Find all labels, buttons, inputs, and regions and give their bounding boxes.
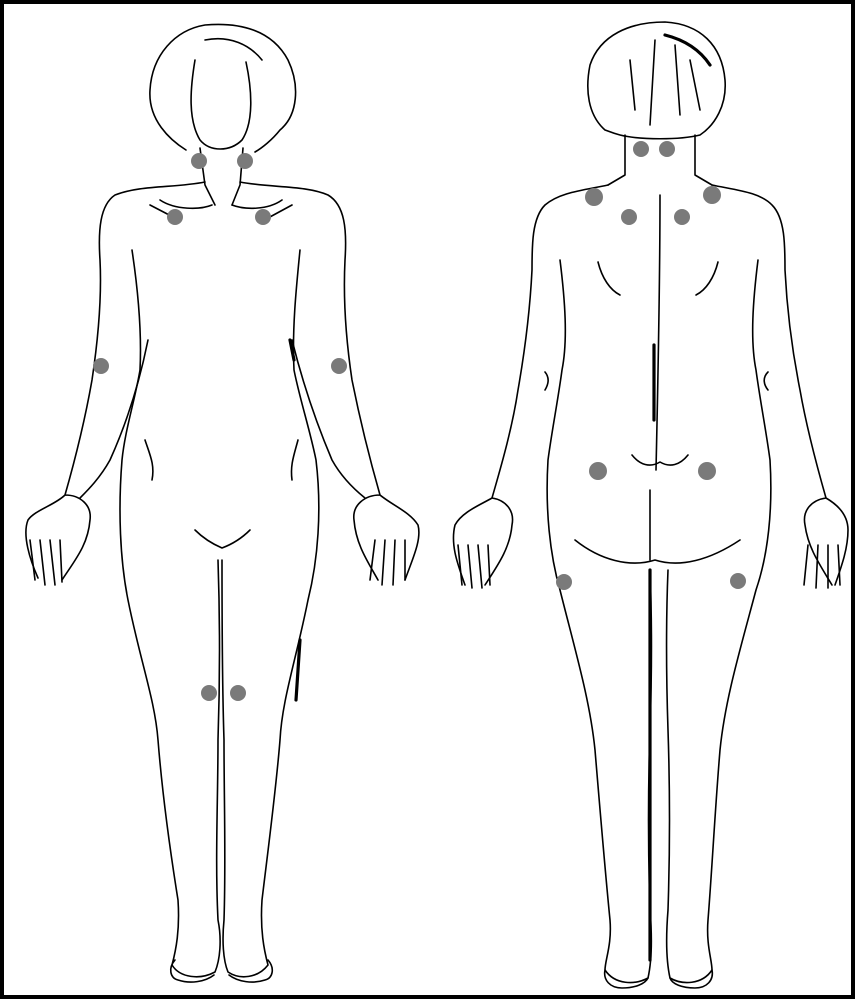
tender-point-back-hip-right <box>730 573 746 589</box>
tender-point-front-neck-left <box>191 153 207 169</box>
tender-point-back-scapula-left <box>621 209 637 225</box>
tender-point-back-neck-right <box>659 141 675 157</box>
tender-point-back-hip-left <box>556 574 572 590</box>
back-body-left <box>453 185 651 983</box>
front-figure <box>26 24 419 982</box>
tender-point-back-shoulder-right <box>703 186 721 204</box>
front-face <box>191 60 251 149</box>
tender-point-back-neck-left <box>633 141 649 157</box>
front-body-right <box>222 182 419 977</box>
back-body-right <box>667 185 849 983</box>
tender-point-back-shoulder-left <box>585 188 603 206</box>
tender-point-front-clavicle-left <box>167 209 183 225</box>
back-hair <box>588 22 725 139</box>
back-figure <box>453 22 848 988</box>
tender-point-back-buttock-right <box>698 462 716 480</box>
tender-point-back-buttock-left <box>589 462 607 480</box>
tender-point-front-knee-left <box>201 685 217 701</box>
tender-point-back-scapula-right <box>674 209 690 225</box>
tender-points-back <box>556 141 746 590</box>
tender-point-front-elbow-left <box>93 358 109 374</box>
tender-point-front-elbow-right <box>331 358 347 374</box>
tender-point-front-knee-right <box>230 685 246 701</box>
front-hair <box>150 24 296 152</box>
tender-point-front-neck-right <box>237 153 253 169</box>
tender-point-front-clavicle-right <box>255 209 271 225</box>
